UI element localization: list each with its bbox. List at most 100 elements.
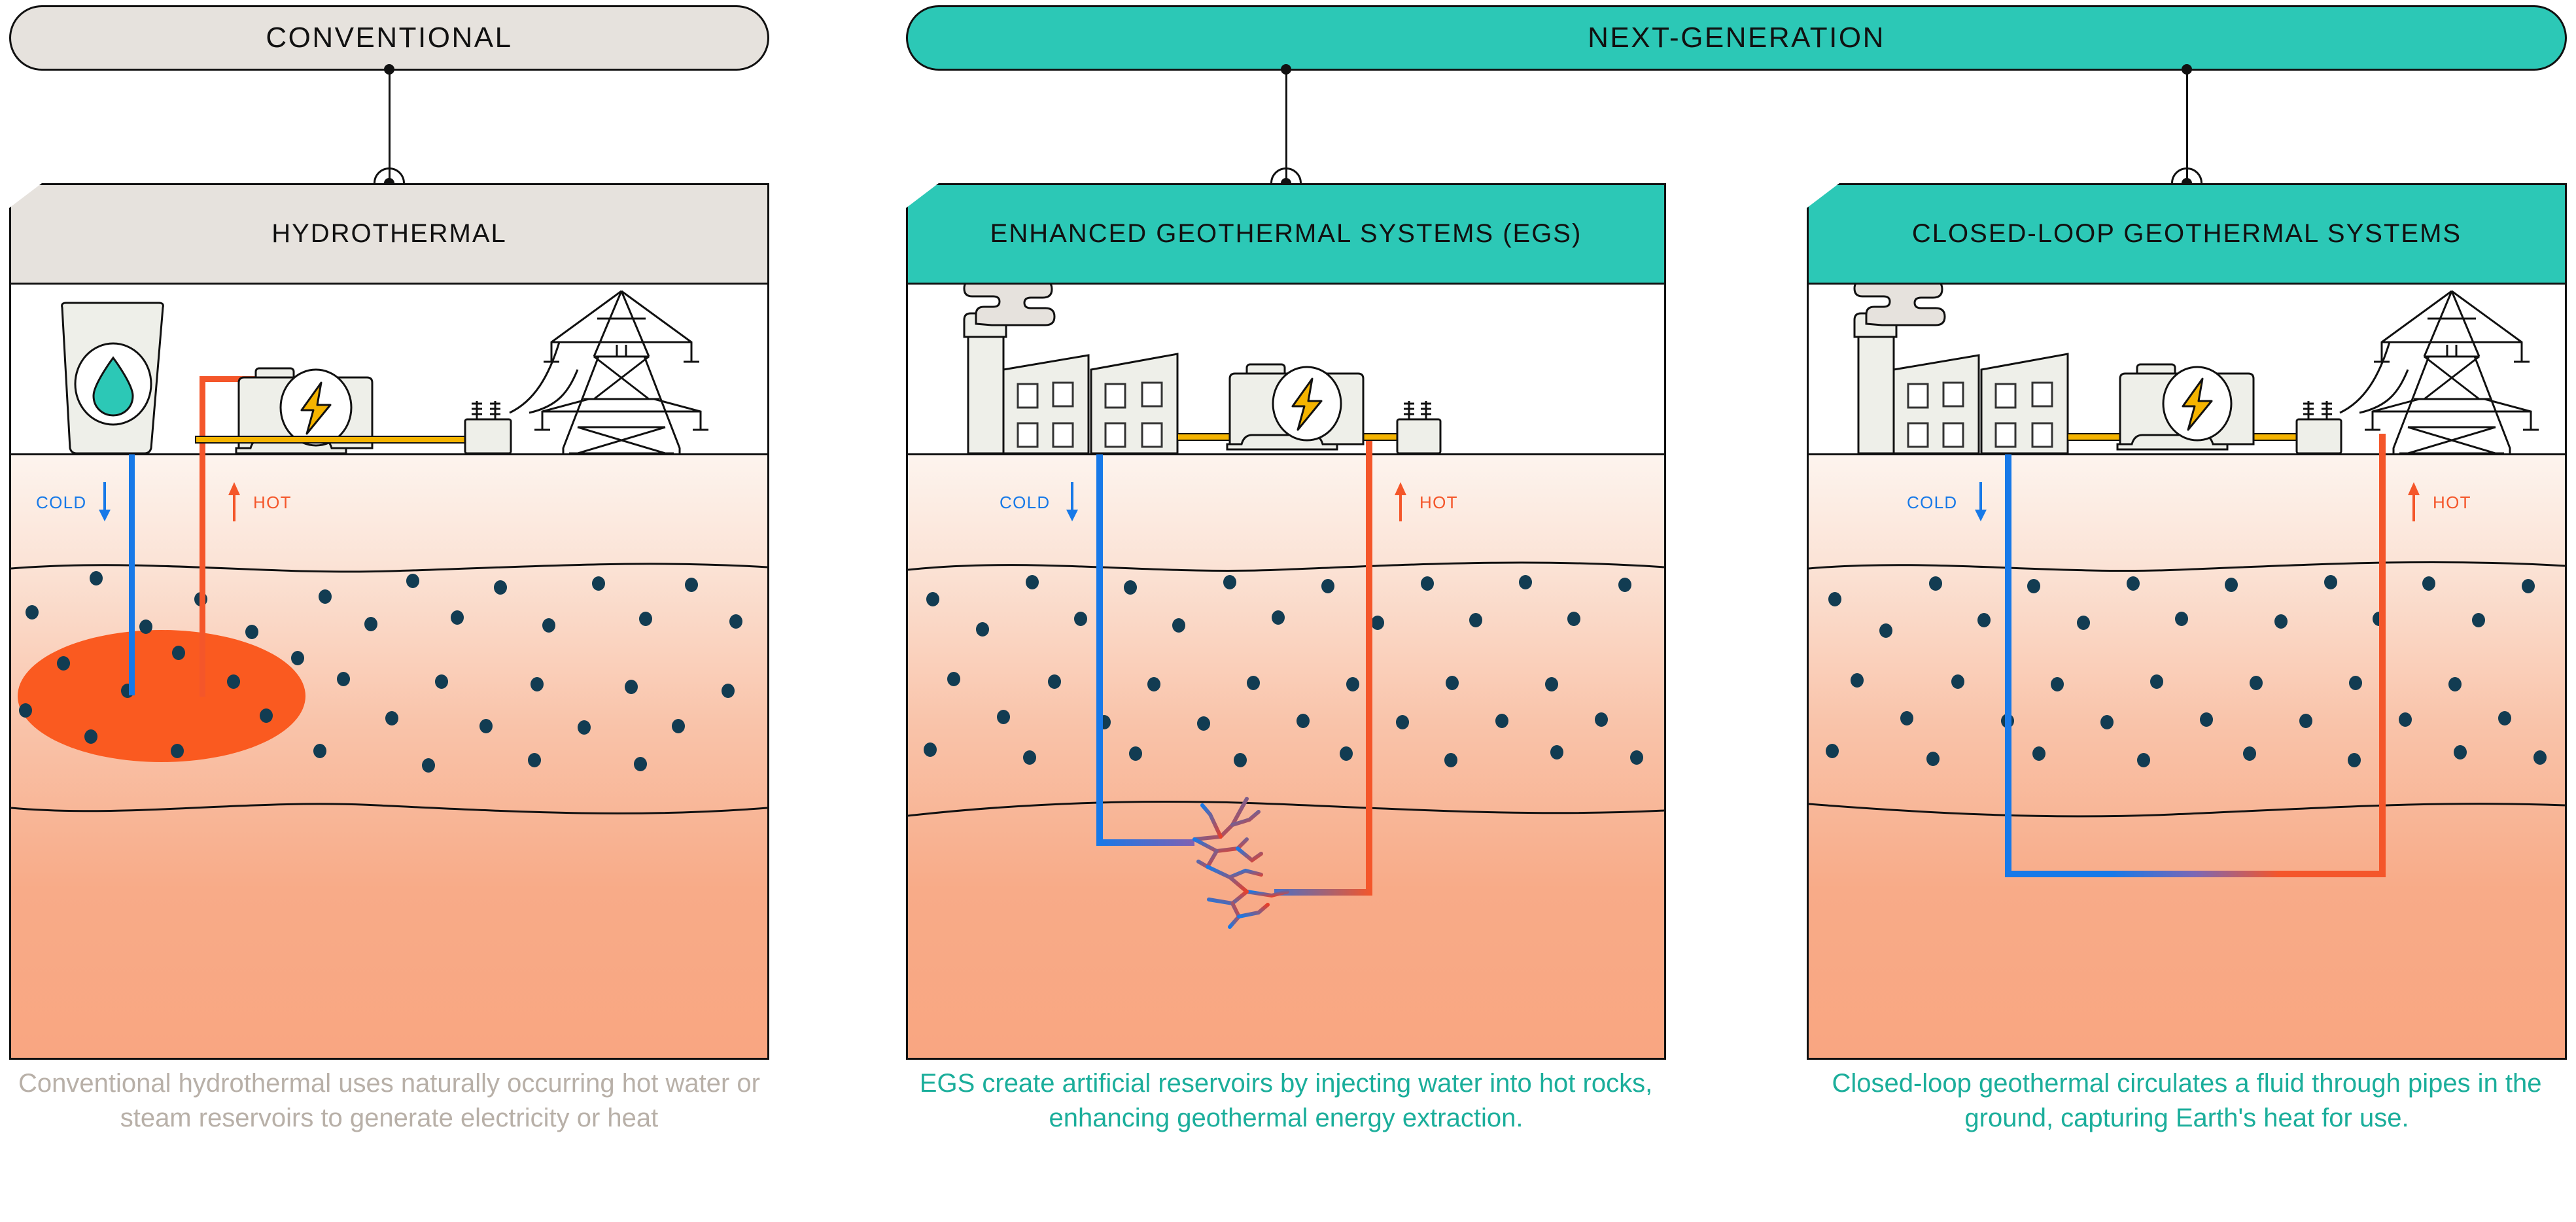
rock-dot [1495,714,1508,728]
rock-dot [1567,612,1580,626]
rock-dot [528,753,541,767]
cold-arrow-down-icon [99,482,111,521]
generator-building-icon [2116,363,2255,451]
factory-building-left [1002,354,1090,455]
rock-dot [2522,579,2535,593]
transformer-icon [464,401,512,455]
hot-production-pipe [200,376,205,697]
rock-dot [639,612,652,626]
rock-dot [2032,746,2045,761]
rock-dot [2274,614,2288,629]
rock-dot [1396,715,1409,729]
rock-dot [291,651,304,665]
cold-injection-pipe [129,401,135,695]
rock-dot [260,708,273,723]
rock-dot [2498,711,2511,725]
rock-dot [435,674,448,689]
panel-closed-loop: CLOSED-LOOP GEOTHERMAL SYSTEMS [1807,183,2567,1060]
rock-dot [1826,744,1839,758]
hot-arrow-up-icon [1395,482,1406,521]
cooling-tower-icon [61,302,164,455]
cold-label: COLD [1907,493,1958,512]
rock-dot [1444,753,1457,767]
rock-dot [2051,677,2064,691]
cold-arrow-down-icon [1066,482,1078,521]
rock-dot [729,614,742,629]
rock-dot [1879,623,1892,638]
generator-building-icon [1226,363,1365,451]
rock-dot [634,757,647,771]
rock-dot [2127,576,2140,591]
rock-dot [1446,676,1459,690]
fracture-network-icon [1192,797,1289,929]
rock-dot [542,618,555,633]
rock-dot [451,610,464,625]
rock-dot [1321,579,1334,593]
connector-dot-top-3 [2182,64,2192,75]
rock-dot [2348,753,2361,767]
factory-building-right [1090,353,1179,455]
transmission-tower-icon [534,290,708,455]
rock-dot [139,620,152,634]
rock-dot [1977,613,1991,627]
rock-dot [672,719,685,733]
rock-dot [84,729,97,744]
rock-dot [1023,750,1036,765]
caption-hydrothermal: Conventional hydrothermal uses naturally… [18,1069,760,1132]
rock-dot [2472,613,2485,627]
strata-line-upper [1809,546,2565,585]
rock-dot [592,576,605,591]
panel-header-egs-label: ENHANCED GEOTHERMAL SYSTEMS (EGS) [990,219,1582,248]
panel-header-hydrothermal-label: HYDROTHERMAL [271,219,507,248]
rock-dot [1074,612,1087,626]
strata-line-upper [908,546,1664,585]
rock-dot [494,580,507,595]
rock-dot [1346,677,1359,691]
cold-label: COLD [1000,493,1051,512]
rock-dot [364,617,377,631]
rock-dot [976,622,989,637]
banner-next-generation-label: NEXT-GENERATION [1588,22,1885,54]
hot-label: HOT [1419,493,1458,512]
caption-closed-loop: Closed-loop geothermal circulates a flui… [1832,1069,2542,1132]
panel-header-egs: ENHANCED GEOTHERMAL SYSTEMS (EGS) [906,183,1666,285]
rock-dot [1926,752,1940,766]
rock-dot [685,578,698,592]
transformer-icon [2295,401,2342,455]
cold-pipe-horizontal-leg [1096,839,1194,846]
rock-dot [2399,712,2412,727]
rock-dot [2200,712,2213,727]
connector-line-2 [1285,69,1287,184]
panel-hydrothermal: HYDROTHERMAL [9,183,769,1060]
strata-line-lower [908,788,1664,828]
rock-dot [1371,616,1384,630]
strata-line-lower [1809,788,2565,828]
caption-egs: EGS create artificial reservoirs by inje… [919,1069,1653,1132]
rock-dot [479,719,493,733]
rock-dot [1147,677,1160,691]
rock-dot [1545,677,1558,691]
rock-dot [1951,674,1964,689]
hot-arrow-up-icon [228,482,240,521]
rock-dot [1247,676,1260,690]
ground-surface-line [11,453,767,455]
rock-dot [2100,715,2114,729]
rock-dot [1550,745,1563,759]
strata-line-lower [11,788,767,828]
rock-dot [722,684,735,698]
rock-dot [2324,575,2337,589]
surface-illustration-hydrothermal [11,285,767,455]
closed-loop-bottom-pipe [2005,871,2386,877]
rock-dot [2454,745,2467,759]
rock-dot [2250,676,2263,690]
hot-production-pipe [1366,434,1372,895]
transmission-tower-icon [2365,290,2539,455]
smokestack-icon [1853,285,1946,455]
rock-dot [319,589,332,604]
rock-dot [1630,750,1643,765]
rock-dot [1297,714,1310,728]
rock-dot [1129,746,1142,761]
rock-dot [2448,677,2462,691]
rock-dot [1900,711,1913,725]
